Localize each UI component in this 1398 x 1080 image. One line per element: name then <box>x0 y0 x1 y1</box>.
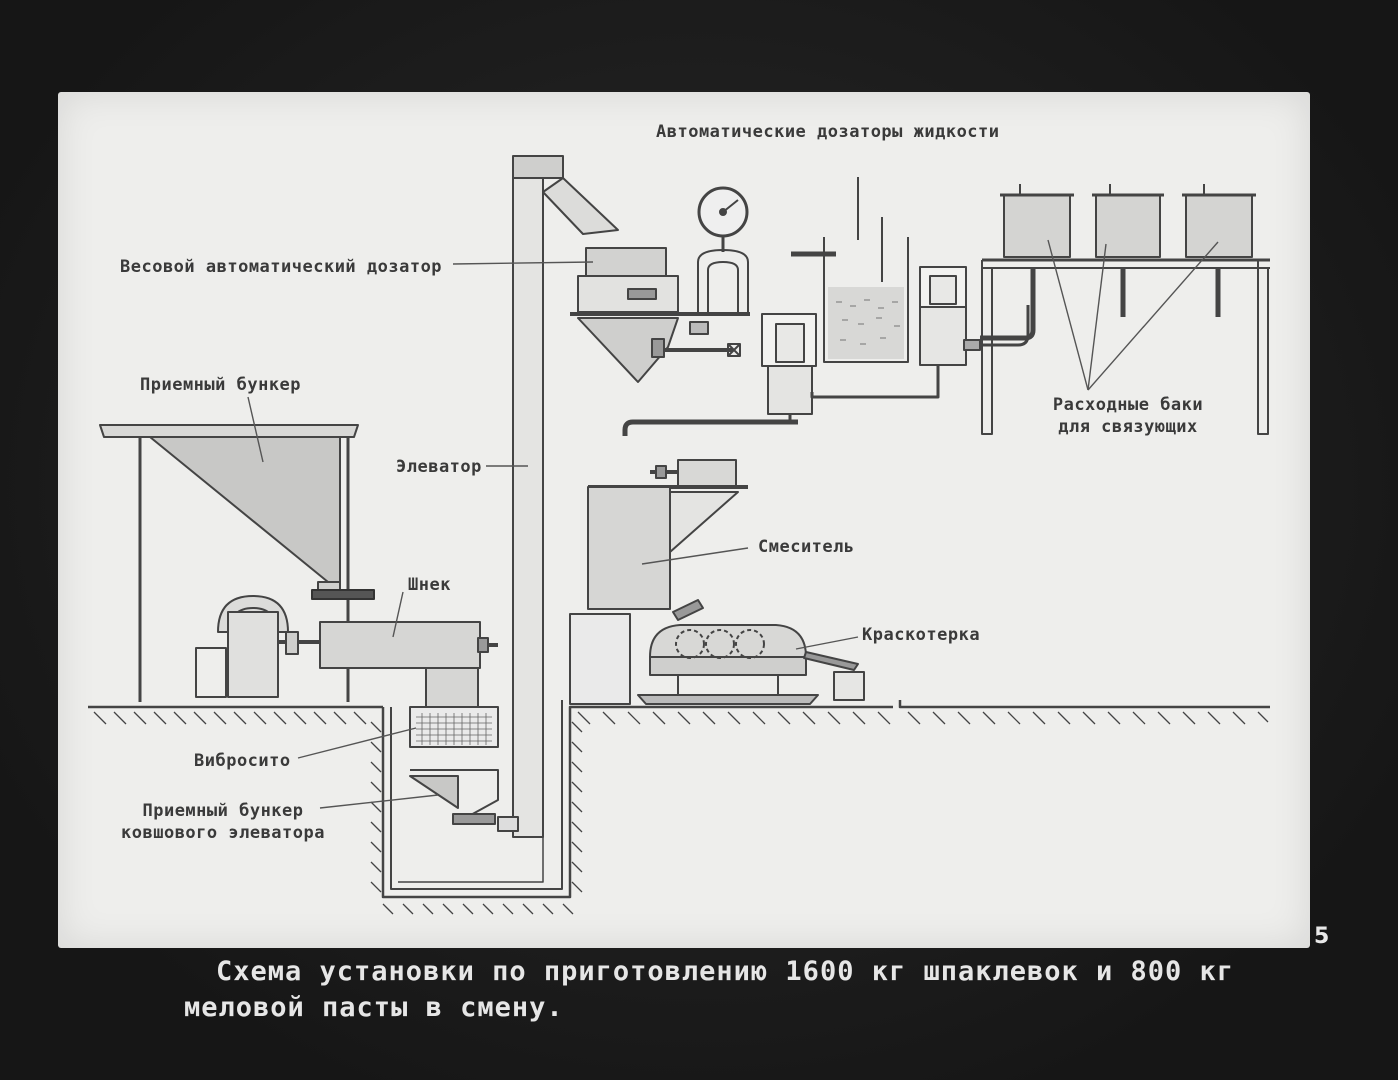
label-supply-tanks-line2: для связующих <box>1058 417 1198 437</box>
elevator-drawing <box>398 155 619 883</box>
diagram-panel: Автоматические дозаторы жидкости Весовой… <box>58 92 1310 948</box>
label-auto-dosers: Автоматические дозаторы жидкости <box>656 122 1000 142</box>
label-elevator-hopper-line1: Приемный бункер <box>142 801 304 821</box>
label-auger: Шнек <box>408 575 451 595</box>
supply-tanks-drawing <box>980 184 1270 435</box>
label-elevator-hopper-line2: ковшового элеватора <box>121 823 325 843</box>
mixer-drawing <box>569 459 748 705</box>
label-weight-doser: Весовой автоматический дозатор <box>120 257 443 277</box>
installation-diagram <box>88 155 1270 915</box>
paint-grinder-drawing <box>637 624 865 705</box>
leader-lines <box>247 239 1219 809</box>
label-supply-tanks: Расходные баки для связующих <box>1028 394 1228 438</box>
caption-line-1: Схема установки по приготовлению 1600 кг… <box>216 956 1235 987</box>
caption-line-2: меловой пасты в смену. <box>184 992 564 1023</box>
label-elevator-hopper: Приемный бункер ковшового элеватора <box>108 800 338 844</box>
label-elevator: Элеватор <box>396 457 482 477</box>
receiving-hopper-drawing <box>99 424 375 702</box>
weight-doser-drawing <box>570 186 750 383</box>
slide-number: 5 <box>1314 924 1330 949</box>
label-supply-tanks-line1: Расходные баки <box>1052 395 1204 415</box>
motor-and-auger-drawing <box>195 595 499 825</box>
label-mixer: Смеситель <box>758 537 855 557</box>
label-paint-grinder: Краскотерка <box>862 625 981 645</box>
liquid-dosers-drawing <box>622 177 1030 436</box>
label-receiving-hopper: Приемный бункер <box>140 375 302 395</box>
label-vibro-sieve: Вибросито <box>194 751 291 771</box>
slide-caption: Схема установки по приготовлению 1600 кг… <box>184 954 1235 1026</box>
ground-and-pit <box>88 700 1270 915</box>
